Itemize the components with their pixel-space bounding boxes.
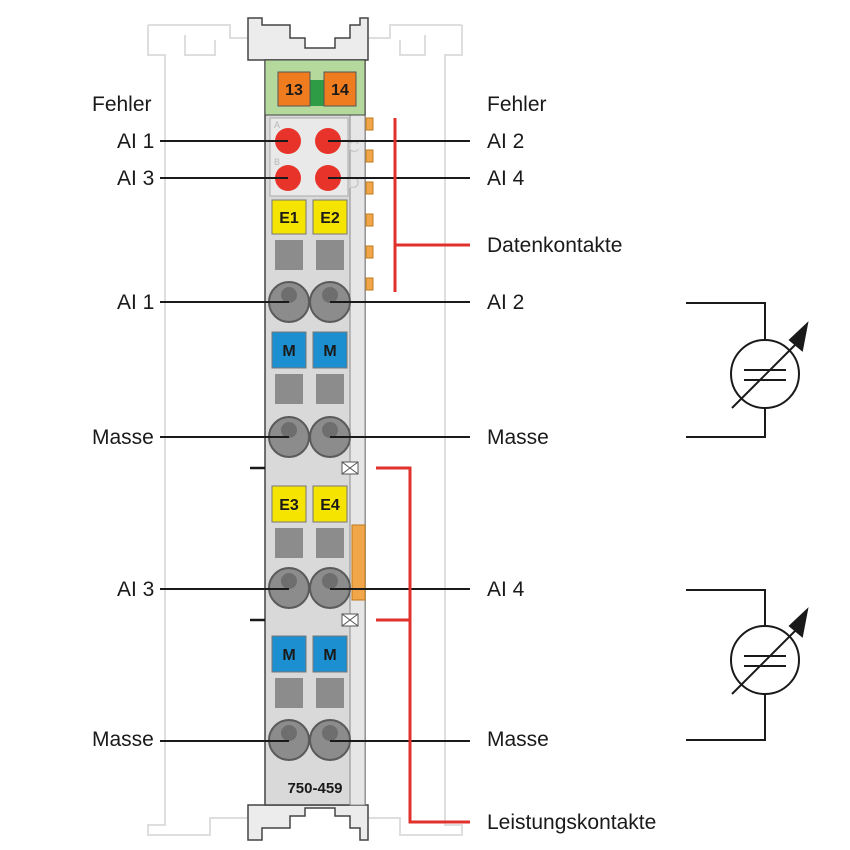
svg-text:A: A — [274, 120, 280, 130]
svg-text:M: M — [323, 647, 336, 664]
leader-lines — [160, 140, 470, 742]
release-slot-6 — [316, 528, 344, 558]
label-masse-left-1: Masse — [92, 426, 154, 449]
data-contacts — [365, 117, 374, 291]
label-ai1-led: AI 1 — [117, 130, 154, 153]
label-ai4-terminal: AI 4 — [487, 578, 525, 601]
module-top-band-center — [310, 80, 324, 106]
label-fehler-right: Fehler — [487, 93, 547, 116]
label-ai2-led: AI 2 — [487, 130, 524, 153]
svg-text:C: C — [348, 139, 360, 156]
release-slot-8 — [316, 678, 344, 708]
release-slot-5 — [275, 528, 303, 558]
svg-text:E4: E4 — [320, 497, 340, 514]
release-slot-1 — [275, 240, 303, 270]
label-ai3-led: AI 3 — [117, 167, 154, 190]
tag-e2: E2 — [312, 199, 348, 235]
module-bottom-clip — [247, 804, 369, 841]
tag-m4: M — [312, 635, 348, 673]
tag-m1: M — [271, 331, 307, 369]
label-masse-left-2: Masse — [92, 728, 154, 751]
label-ai4-led: AI 4 — [487, 167, 525, 190]
release-slot-4 — [316, 374, 344, 404]
label-ai1-terminal: AI 1 — [117, 291, 154, 314]
tag-m3: M — [271, 635, 307, 673]
sensor-symbol-2 — [686, 589, 809, 741]
tag-e3: E3 — [271, 485, 307, 523]
svg-text:M: M — [282, 647, 295, 664]
tag-m2: M — [312, 331, 348, 369]
label-datenkontakte: Datenkontakte — [487, 234, 622, 257]
din-rail-outline — [147, 24, 463, 836]
svg-text:B: B — [274, 157, 280, 167]
module-side-strip — [349, 114, 366, 806]
tag-e4: E4 — [312, 485, 348, 523]
svg-text:14: 14 — [331, 82, 349, 99]
power-contact-blade — [351, 524, 366, 601]
label-ai3-terminal: AI 3 — [117, 578, 154, 601]
release-slot-2 — [316, 240, 344, 270]
power-contact-top — [341, 461, 359, 475]
label-masse-right-1: Masse — [487, 426, 549, 449]
release-slot-7 — [275, 678, 303, 708]
svg-text:D: D — [348, 175, 360, 192]
power-contact-bottom — [341, 613, 359, 627]
svg-text:M: M — [282, 343, 295, 360]
top-tag-13: 13 — [277, 71, 311, 107]
label-fehler-left: Fehler — [92, 93, 152, 116]
tag-e1: E1 — [271, 199, 307, 235]
svg-text:E1: E1 — [279, 210, 299, 227]
svg-text:M: M — [323, 343, 336, 360]
label-leistungskontakte: Leistungskontakte — [487, 811, 656, 834]
leistungskontakte-bracket — [376, 466, 470, 824]
release-slot-3 — [275, 374, 303, 404]
datenkontakte-bracket — [393, 118, 470, 292]
svg-text:E3: E3 — [279, 497, 299, 514]
model-number: 750-459 — [287, 780, 342, 797]
label-ai2-terminal: AI 2 — [487, 291, 524, 314]
sensor-symbol-1 — [686, 302, 809, 438]
label-masse-right-2: Masse — [487, 728, 549, 751]
svg-text:E2: E2 — [320, 210, 340, 227]
top-tag-14: 14 — [323, 71, 357, 107]
module-top-clip — [247, 17, 369, 61]
svg-text:13: 13 — [285, 82, 303, 99]
